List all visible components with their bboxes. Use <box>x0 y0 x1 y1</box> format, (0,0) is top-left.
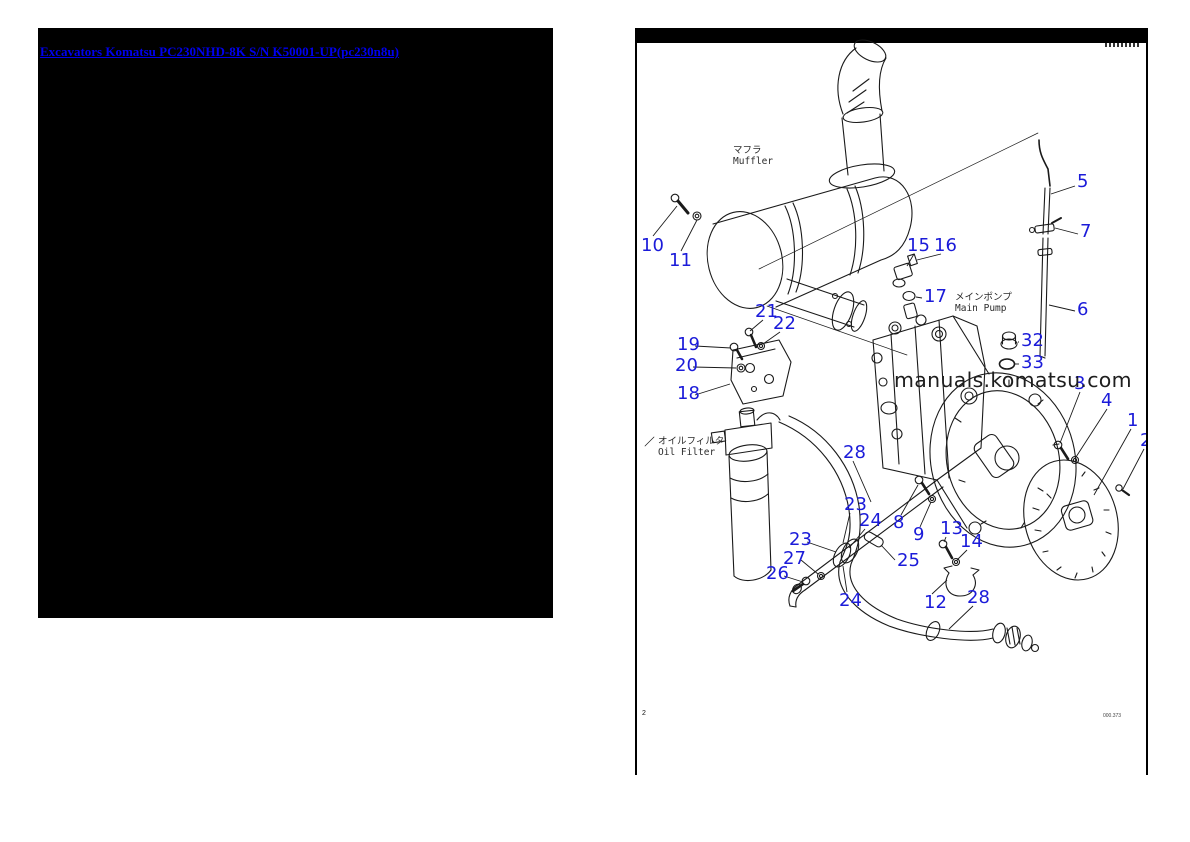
leader-line-26 <box>783 575 804 583</box>
parts-diagram: 1011571516176212232331920183412282324891… <box>641 39 1146 653</box>
leader-line-12 <box>931 579 948 595</box>
hose-drawing <box>778 415 1040 653</box>
leader-line-20 <box>692 366 737 369</box>
callout-18: 18 <box>677 383 700 404</box>
leader-line-11 <box>680 219 698 252</box>
leader-line-2 <box>1122 448 1145 490</box>
leader-line-14 <box>956 549 968 561</box>
callout-32: 32 <box>1021 330 1044 351</box>
callout-19: 19 <box>677 334 700 355</box>
leader-line-7 <box>1054 227 1079 235</box>
micro-text-top <box>1105 43 1141 47</box>
callout-8: 8 <box>893 512 904 533</box>
callout-26: 26 <box>766 563 789 584</box>
watermark: manuals.komatsu.com <box>894 368 1132 392</box>
model-link[interactable]: Excavators Komatsu PC230NHD-8K S/N K5000… <box>40 44 399 59</box>
level-gauge-drawing <box>1028 139 1062 359</box>
page-top-bar <box>635 28 1148 43</box>
callout-9: 9 <box>913 524 924 545</box>
leader-line-21 <box>749 319 764 332</box>
leader-line-23 <box>842 512 851 544</box>
callout-3: 3 <box>1074 373 1085 394</box>
damper-disc-drawing <box>1023 459 1119 581</box>
leader-line-8 <box>900 484 919 516</box>
bracket-drawing <box>730 339 792 405</box>
leader-line-15 <box>906 253 915 267</box>
callout-33: 33 <box>1021 352 1044 373</box>
construction-lines <box>644 132 1039 447</box>
callout-25: 25 <box>897 550 920 571</box>
leader-line-16 <box>916 253 942 261</box>
callout-6: 6 <box>1077 299 1088 320</box>
leader-line-3 <box>1059 391 1081 444</box>
callout-11: 11 <box>669 250 692 271</box>
callout-22: 22 <box>773 313 796 334</box>
leader-line-4 <box>1075 408 1108 458</box>
leader-line-28 <box>948 605 974 630</box>
callout-12: 12 <box>924 592 947 613</box>
muffler-drawing <box>706 39 913 332</box>
callout-24: 24 <box>839 590 862 611</box>
callout-16: 16 <box>934 235 957 256</box>
main-pump-drawing <box>871 302 1077 548</box>
callout-15: 15 <box>907 235 930 256</box>
leader-line-5 <box>1050 185 1076 195</box>
leader-line-23 <box>806 541 837 553</box>
callout-17: 17 <box>924 286 947 307</box>
callout-14: 14 <box>960 531 983 552</box>
clamp-drawing <box>943 565 980 597</box>
callout-13: 13 <box>940 518 963 539</box>
doc-code: 000.373 <box>1103 713 1122 719</box>
callout-7: 7 <box>1080 221 1091 242</box>
callout-1: 1 <box>1127 410 1138 431</box>
leader-line-24 <box>842 565 848 593</box>
leader-line-24 <box>848 528 866 549</box>
leader-line-22 <box>762 331 781 345</box>
leader-line-17 <box>915 296 923 299</box>
callout-21: 21 <box>755 301 778 322</box>
callout-23: 23 <box>844 494 867 515</box>
callout-20: 20 <box>675 355 698 376</box>
leader-line-6 <box>1048 304 1076 312</box>
callout-10: 10 <box>641 235 664 256</box>
oil-filter-drawing <box>710 407 781 582</box>
page-number: 2 <box>642 710 646 717</box>
leader-line-27 <box>800 559 819 575</box>
fasteners-drawing <box>670 193 1131 595</box>
callout-27: 27 <box>783 548 806 569</box>
leader-line-28 <box>852 460 872 503</box>
leader-line-1 <box>1093 428 1132 496</box>
callout-28: 28 <box>843 442 866 463</box>
leader-line-13 <box>943 536 947 543</box>
leader-line-9 <box>919 501 932 528</box>
callout-24: 24 <box>859 510 882 531</box>
leader-line-25 <box>880 544 896 561</box>
nav-frame: Excavators Komatsu PC230NHD-8K S/N K5000… <box>38 28 553 618</box>
callout-4: 4 <box>1101 390 1112 411</box>
leader-line-18 <box>694 383 731 396</box>
callout-5: 5 <box>1077 171 1088 192</box>
callout-2: 2 <box>1140 430 1146 451</box>
callout-23: 23 <box>789 529 812 550</box>
callout-28: 28 <box>967 587 990 608</box>
leader-line-19 <box>694 345 732 349</box>
leader-line-10 <box>652 205 678 237</box>
